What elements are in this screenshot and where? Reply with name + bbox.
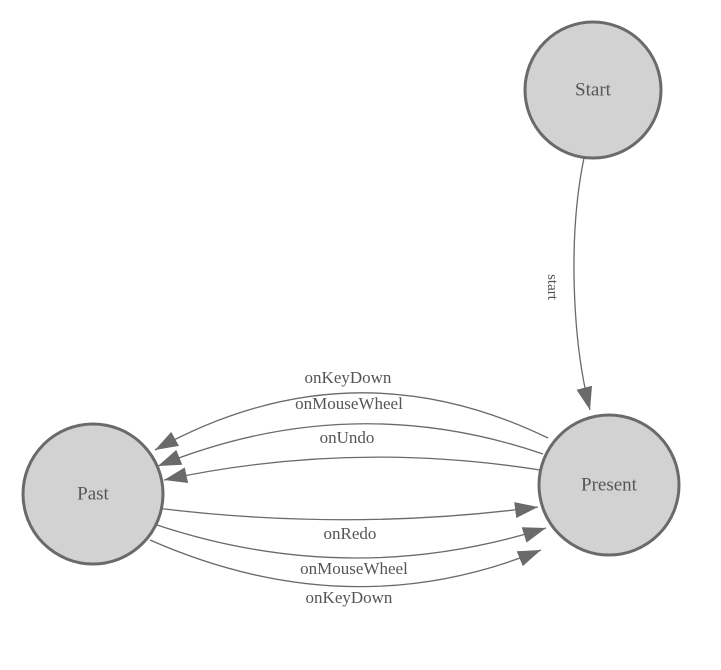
edge-label-onmousewheel-to-present: onMouseWheel xyxy=(300,559,408,578)
edge-label-onundo-to-past: onUndo xyxy=(320,428,375,447)
edge-line-onmousewheel-to-past xyxy=(157,423,544,467)
node-present-label: Present xyxy=(581,475,638,496)
edge-onkeydown-to-present: onKeyDown xyxy=(149,539,542,607)
node-past-label: Past xyxy=(77,484,109,505)
edge-label-onmousewheel-to-past: onMouseWheel xyxy=(295,394,403,413)
edge-line-onmousewheel-to-present xyxy=(153,523,547,559)
edge-onmousewheel-to-past: onMouseWheel xyxy=(157,394,544,467)
edge-label-onkeydown-to-past: onKeyDown xyxy=(305,368,392,387)
edge-line-onundo-to-past xyxy=(163,456,541,483)
node-past-circle[interactable] xyxy=(21,422,165,566)
edge-onredo-to-present: onRedo xyxy=(155,502,539,543)
edge-onmousewheel-to-present: onMouseWheel xyxy=(153,523,547,578)
node-start-circle[interactable] xyxy=(523,20,663,160)
node-present-circle[interactable] xyxy=(537,413,681,557)
edge-line-onredo-to-present xyxy=(155,502,539,521)
node-start-label: Start xyxy=(575,80,612,101)
edge-label-start: start xyxy=(544,274,560,301)
edge-line-onkeydown-to-present xyxy=(149,539,542,588)
edge-onundo-to-past: onUndo xyxy=(163,428,541,483)
edge-line-start xyxy=(573,157,593,411)
node-past[interactable]: Past xyxy=(21,422,165,566)
edge-label-onkeydown-to-present: onKeyDown xyxy=(306,588,393,607)
node-present[interactable]: Present xyxy=(537,413,681,557)
edge-onkeydown-to-past: onKeyDown xyxy=(154,368,549,451)
edge-label-onredo-to-present: onRedo xyxy=(324,524,377,543)
edge-line-onkeydown-to-past xyxy=(154,392,549,451)
node-start[interactable]: Start xyxy=(523,20,663,160)
edge-start: start xyxy=(544,157,593,411)
